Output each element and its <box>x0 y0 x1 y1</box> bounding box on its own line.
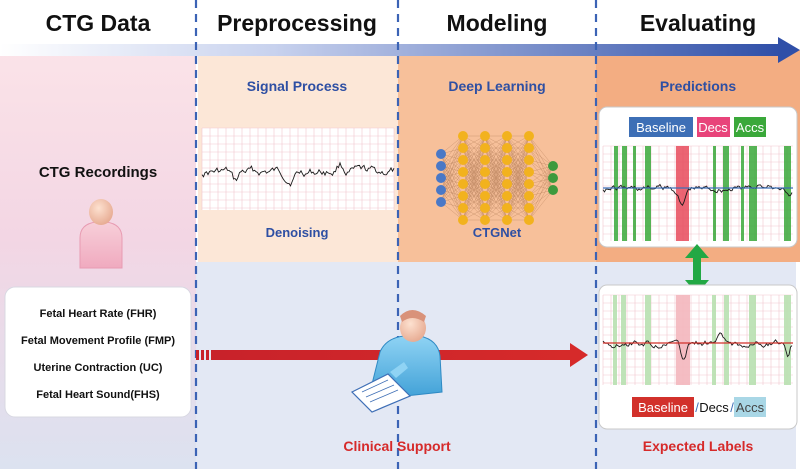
nn-node <box>524 167 534 177</box>
signals-box <box>4 286 192 418</box>
neural-network-icon <box>436 131 558 225</box>
signal-process-title: Signal Process <box>247 78 348 94</box>
exp-band-red-1 <box>676 295 690 385</box>
ctgnet-caption: CTGNet <box>473 225 522 240</box>
deep-learning-title: Deep Learning <box>448 78 545 94</box>
legend-bottom-baseline: Baseline <box>638 400 688 415</box>
raw-signal-chart <box>201 127 395 210</box>
pred-band-green-2 <box>622 146 627 241</box>
pred-band-green-4 <box>645 146 651 241</box>
legend-top-accs: Accs <box>736 120 765 135</box>
nn-node <box>524 179 534 189</box>
denoising-caption: Denoising <box>266 225 329 240</box>
signal-fhs: Fetal Heart Sound(FHS) <box>36 389 160 401</box>
nn-node <box>458 179 468 189</box>
signal-uc: Uterine Contraction (UC) <box>34 362 163 374</box>
nn-node <box>480 167 490 177</box>
prediction-chart <box>602 145 793 241</box>
nn-node <box>502 203 512 213</box>
pred-band-green-1 <box>614 146 618 241</box>
clinical-support-label: Clinical Support <box>343 438 451 454</box>
nn-node <box>524 191 534 201</box>
signal-fhr: Fetal Heart Rate (FHR) <box>40 308 157 320</box>
legend-bottom-accs: Accs <box>736 400 765 415</box>
header-ctg-data: CTG Data <box>46 10 151 36</box>
nn-node <box>502 191 512 201</box>
header-evaluating: Evaluating <box>640 10 756 36</box>
pred-band-green-7 <box>741 146 744 241</box>
signal-fmp: Fetal Movement Profile (FMP) <box>21 335 175 347</box>
nn-node <box>524 203 534 213</box>
nn-node <box>436 173 446 183</box>
nn-node <box>502 167 512 177</box>
pred-band-green-8 <box>749 146 757 241</box>
nn-node <box>548 161 558 171</box>
header-preprocessing: Preprocessing <box>217 10 377 36</box>
nn-node <box>502 179 512 189</box>
nn-node <box>480 143 490 153</box>
nn-node <box>524 215 534 225</box>
exp-band-green-3 <box>645 295 651 385</box>
nn-node <box>548 185 558 195</box>
nn-node <box>458 155 468 165</box>
legend-bottom-decs: Decs <box>699 400 729 415</box>
nn-node <box>458 203 468 213</box>
nn-node <box>480 131 490 141</box>
nn-node <box>436 161 446 171</box>
expected-chart <box>602 294 793 385</box>
exp-band-green-5 <box>724 295 729 385</box>
pred-band-green-5 <box>713 146 716 241</box>
exp-band-green-6 <box>749 295 756 385</box>
exp-band-green-1 <box>613 295 617 385</box>
nn-node <box>458 191 468 201</box>
legend-top-baseline: Baseline <box>636 120 686 135</box>
nn-node <box>480 179 490 189</box>
nn-node <box>502 143 512 153</box>
legend-top-sep1: / <box>693 120 697 135</box>
nn-node <box>480 155 490 165</box>
ctg-recordings-label: CTG Recordings <box>39 164 157 181</box>
exp-band-green-4 <box>712 295 716 385</box>
legend-bottom: Baseline / Decs / Accs <box>632 397 766 417</box>
legend-top: Baseline / Decs / Accs <box>629 117 766 137</box>
legend-bottom-sep2: / <box>730 400 734 415</box>
legend-top-decs: Decs <box>698 120 728 135</box>
pred-band-green-3 <box>633 146 636 241</box>
patient-figure-icon <box>79 199 123 269</box>
legend-bottom-sep1: / <box>695 400 699 415</box>
nn-node <box>436 149 446 159</box>
nn-node <box>458 131 468 141</box>
nn-node <box>480 191 490 201</box>
expected-labels-title: Expected Labels <box>643 438 754 454</box>
pred-band-red-1 <box>676 146 689 241</box>
nn-node <box>458 167 468 177</box>
predictions-title: Predictions <box>660 78 736 94</box>
nn-node <box>524 131 534 141</box>
legend-top-sep2: / <box>730 120 734 135</box>
nn-node <box>524 155 534 165</box>
nn-node <box>458 143 468 153</box>
nn-node <box>502 215 512 225</box>
header-modeling: Modeling <box>447 10 548 36</box>
nn-node <box>502 155 512 165</box>
clinician-figure-icon <box>350 310 443 413</box>
nn-node <box>548 173 558 183</box>
nn-node <box>480 215 490 225</box>
nn-node <box>502 131 512 141</box>
nn-node <box>480 203 490 213</box>
exp-band-green-2 <box>621 295 626 385</box>
exp-band-green-7 <box>784 295 791 385</box>
nn-node <box>458 215 468 225</box>
nn-node <box>436 197 446 207</box>
pred-band-green-6 <box>723 146 729 241</box>
nn-node <box>524 143 534 153</box>
nn-node <box>436 185 446 195</box>
